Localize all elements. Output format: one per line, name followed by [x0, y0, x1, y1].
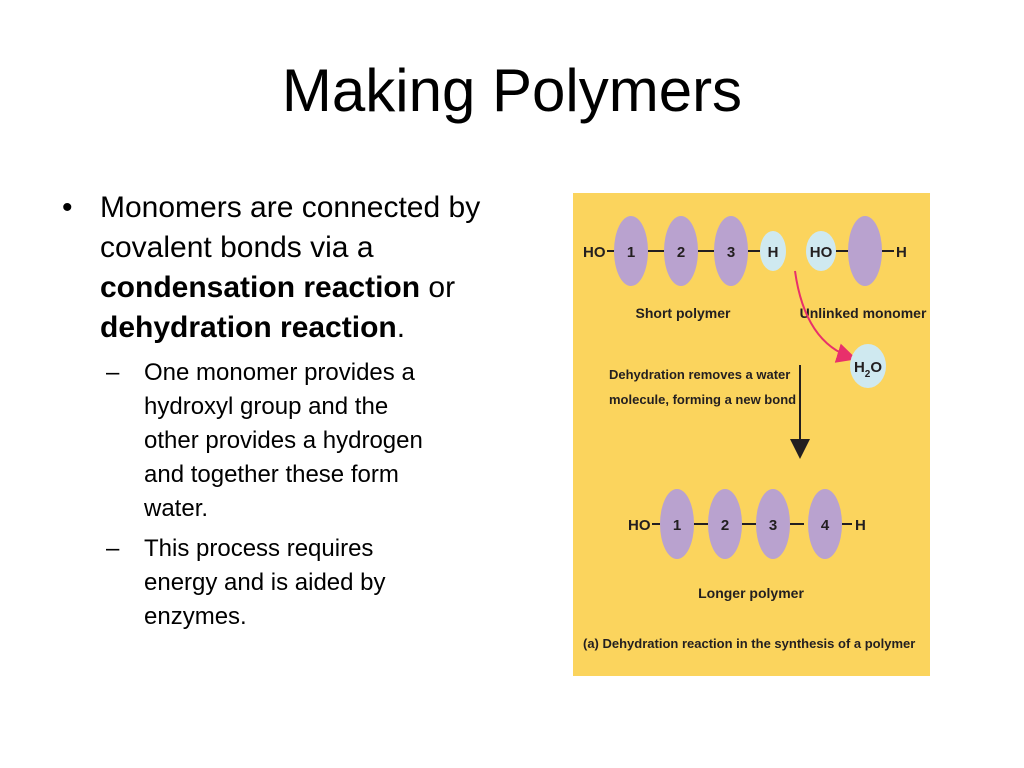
short-polymer-label: Short polymer [636, 305, 731, 321]
hydrogen-circle [760, 231, 786, 271]
bullet-text-part: or [420, 271, 456, 304]
water-label: H2O [854, 359, 882, 380]
monomer-label: 3 [769, 517, 777, 534]
hydroxyl-circle [806, 231, 836, 271]
sub-bullet-mark: – [106, 359, 120, 386]
sub-bullet-mark: – [106, 535, 120, 562]
unlinked-ho-label: HO [810, 244, 833, 261]
bottom-chain-ho-label: HO [628, 517, 651, 534]
figure-caption: (a) Dehydration reaction in the synthesi… [583, 636, 915, 651]
slide-body: • Monomers are connected by covalent bon… [62, 188, 532, 640]
monomer-label: 4 [821, 517, 830, 534]
bullet-text-part: Monomers are connected by covalent bonds… [100, 191, 481, 264]
hydrogen-label: H [768, 244, 779, 261]
monomer-label: 1 [627, 244, 635, 261]
bold-term-dehydration: dehydration reaction [100, 311, 397, 344]
monomer-label: 3 [727, 244, 735, 261]
sub-bullet-text: One monomer provides a hydroxyl group an… [144, 359, 423, 522]
dehydration-text-line2: molecule, forming a new bond [609, 392, 796, 407]
monomer-label: 1 [673, 517, 681, 534]
bullet-mark: • [62, 191, 73, 224]
sub-bullet-item: – This process requires energy and is ai… [106, 532, 532, 634]
monomer-circle [714, 216, 748, 286]
water-circle [850, 344, 886, 388]
monomer-circle [660, 489, 694, 559]
sub-bullet-list: – One monomer provides a hydroxyl group … [106, 356, 532, 634]
longer-polymer-label: Longer polymer [698, 585, 804, 601]
monomer-label: 2 [677, 244, 685, 261]
water-h: H [854, 359, 865, 376]
bottom-chain-h-label: H [855, 517, 866, 534]
top-chain-ho-label: HO [583, 244, 606, 261]
bullet-text: Monomers are connected by covalent bonds… [100, 188, 500, 348]
sub-bullet-item: – One monomer provides a hydroxyl group … [106, 356, 532, 526]
slide-title: Making Polymers [281, 57, 743, 124]
water-subscript: 2 [865, 369, 871, 380]
dehydration-text-line1: Dehydration removes a water [609, 367, 790, 382]
dehydration-reaction-figure: HO 1 2 3 H HO H Short polymer Unlinked m… [573, 193, 930, 676]
monomer-label: 2 [721, 517, 729, 534]
unlinked-monomer-circle [848, 216, 882, 286]
monomer-circle [808, 489, 842, 559]
monomer-circle [756, 489, 790, 559]
monomer-circle [664, 216, 698, 286]
water-release-arrow [794, 270, 857, 363]
bullet-text-part: . [396, 311, 406, 344]
reaction-diagram: HO 1 2 3 H HO H Short polymer Unlinked m… [583, 216, 927, 651]
sub-bullet-text: This process requires energy and is aide… [144, 535, 386, 630]
unlinked-h-label: H [896, 244, 907, 261]
water-o: O [870, 359, 882, 376]
monomer-circle [614, 216, 648, 286]
bullet-item: • Monomers are connected by covalent bon… [62, 188, 532, 348]
monomer-circle [708, 489, 742, 559]
unlinked-monomer-label: Unlinked monomer [800, 305, 927, 321]
bold-term-condensation: condensation reaction [100, 271, 421, 304]
